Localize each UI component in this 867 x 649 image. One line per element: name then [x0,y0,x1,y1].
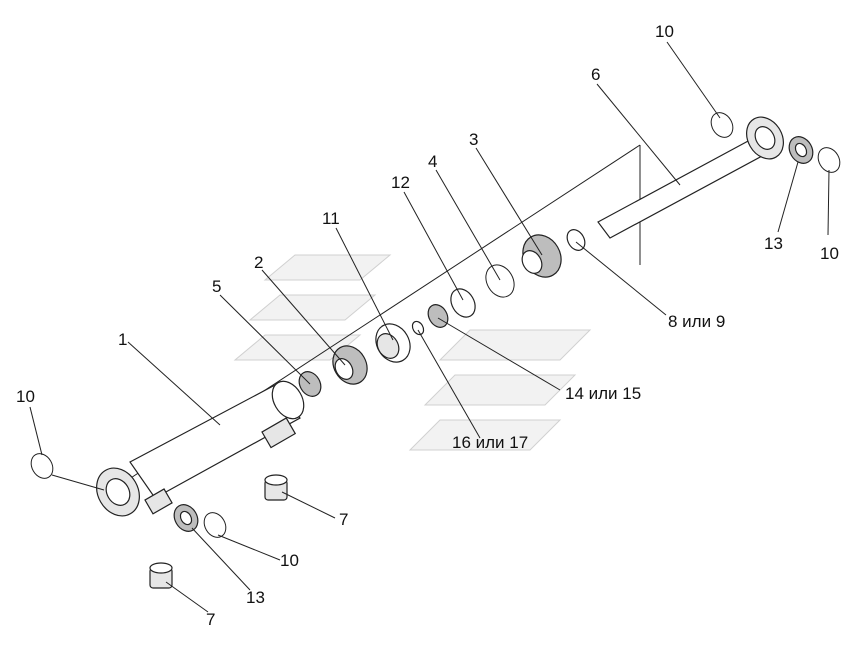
label-4: 4 [428,152,437,171]
label-5: 5 [212,277,221,296]
label-11: 11 [322,209,340,228]
snap-ring-lower [203,512,227,538]
bearing-upper [788,136,814,164]
snap-ring-upper-left [710,112,734,138]
o-ring-4 [485,264,515,298]
label-1: 1 [118,330,127,349]
plug-upper [264,474,288,501]
seal-12 [450,288,476,318]
snap-ring-left [30,453,54,479]
label-16-17: 16 или 17 [452,433,528,452]
label-10c: 10 [16,387,35,406]
label-8-9: 8 или 9 [668,312,725,331]
label-13a: 13 [764,234,783,253]
label-13b: 13 [246,588,265,607]
ring-14-15 [427,304,449,328]
cylinder-barrel [96,380,305,517]
label-12: 12 [391,173,410,192]
snap-ring-upper-right [817,147,841,173]
piston [332,345,368,385]
guide-sleeve [375,323,411,363]
label-10d: 10 [280,551,299,570]
label-14-15: 14 или 15 [565,384,641,403]
label-10a: 10 [655,22,674,41]
label-10b: 10 [820,244,839,263]
piston-rod [597,116,784,239]
label-7b: 7 [206,610,215,629]
label-7a: 7 [339,510,348,529]
bearing-lower [173,504,199,532]
leader-lines [29,41,830,613]
cylinder-head [521,234,562,278]
label-3: 3 [469,130,478,149]
small-ring [411,320,425,336]
plug-lower [149,562,173,589]
label-2: 2 [254,253,263,272]
label-6: 6 [591,65,600,84]
